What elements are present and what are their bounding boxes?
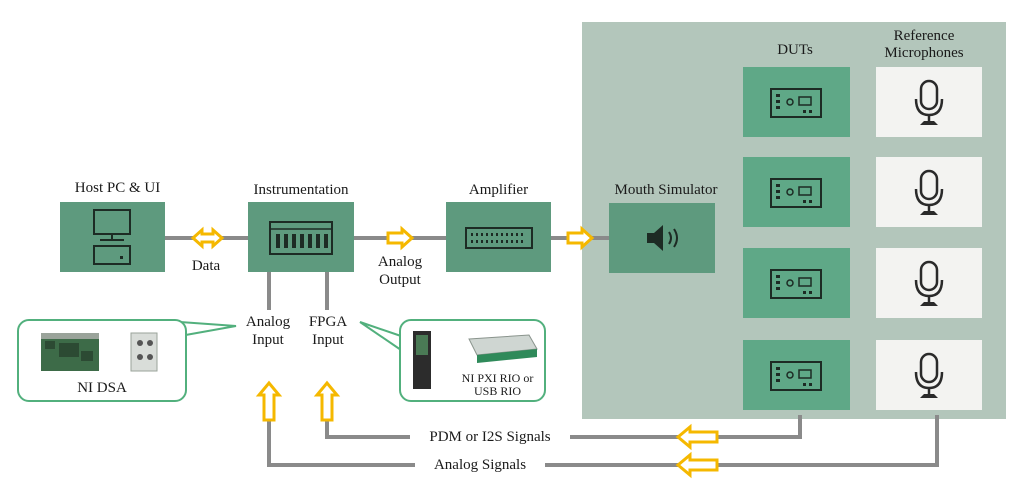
ni-rio-label-1: NI PXI RIO or	[461, 371, 534, 385]
circuit-board-icon	[770, 88, 822, 118]
speaker-icon	[647, 225, 678, 251]
ni-rio-label-2: USB RIO	[473, 384, 521, 398]
computer-icon	[93, 209, 131, 265]
mouth-simulator-block[interactable]	[609, 203, 715, 273]
ni-dsa-callout: NI DSA	[17, 319, 187, 402]
reference-mic-1[interactable]	[876, 67, 982, 137]
rio-hardware-icon	[413, 331, 538, 389]
dut-board-4[interactable]	[743, 340, 850, 410]
host-label: Host PC & UI	[74, 180, 161, 196]
arrow-analog-input-up	[255, 380, 283, 422]
dut-board-3[interactable]	[743, 248, 850, 318]
mouth-simulator-label: Mouth Simulator	[614, 182, 718, 198]
analog-signal-line	[267, 395, 939, 467]
microphone-icon	[914, 169, 944, 215]
reference-mic-3[interactable]	[876, 248, 982, 318]
amplifier-icon	[465, 227, 533, 249]
arrow-pdm-return	[675, 423, 719, 451]
arrow-instr-amp	[386, 225, 415, 251]
circuit-board-icon	[770, 361, 822, 391]
analog-input-label-2: Input	[252, 332, 284, 348]
microphone-icon	[914, 79, 944, 125]
arrow-host-instr	[190, 226, 225, 250]
analog-input-label-1: Analog	[245, 314, 291, 330]
dsa-hardware-icon	[41, 332, 158, 372]
reference-mic-4[interactable]	[876, 340, 982, 410]
circuit-board-icon	[770, 269, 822, 299]
instrumentation-label: Instrumentation	[253, 182, 349, 198]
ni-rio-callout: NI PXI RIO or USB RIO	[399, 319, 546, 402]
analog-output-label-2: Output	[379, 272, 421, 288]
microphone-icon	[914, 260, 944, 306]
arrow-amp-mouth	[566, 225, 595, 251]
chassis-icon	[269, 221, 333, 255]
dut-board-2[interactable]	[743, 157, 850, 227]
data-link-label: Data	[191, 258, 221, 274]
host-pc-block[interactable]	[60, 202, 165, 272]
dut-board-1[interactable]	[743, 67, 850, 137]
analog-output-label-1: Analog	[377, 254, 423, 270]
arrow-analog-return	[675, 451, 719, 479]
amplifier-label: Amplifier	[468, 182, 529, 198]
reference-mic-2[interactable]	[876, 157, 982, 227]
microphone-icon	[914, 352, 944, 398]
circuit-board-icon	[770, 178, 822, 208]
pdm-signal-label: PDM or I2S Signals	[410, 429, 570, 446]
instrumentation-block[interactable]	[248, 202, 354, 272]
fpga-input-label-2: Input	[312, 332, 344, 348]
duts-label: DUTs	[777, 42, 813, 58]
arrow-fpga-input-up	[313, 380, 341, 422]
analog-signal-label: Analog Signals	[415, 457, 545, 474]
reference-mics-label: Reference Microphones	[884, 28, 964, 61]
ni-dsa-label: NI DSA	[77, 380, 127, 396]
amplifier-block[interactable]	[446, 202, 551, 272]
fpga-input-label-1: FPGA	[308, 314, 348, 330]
